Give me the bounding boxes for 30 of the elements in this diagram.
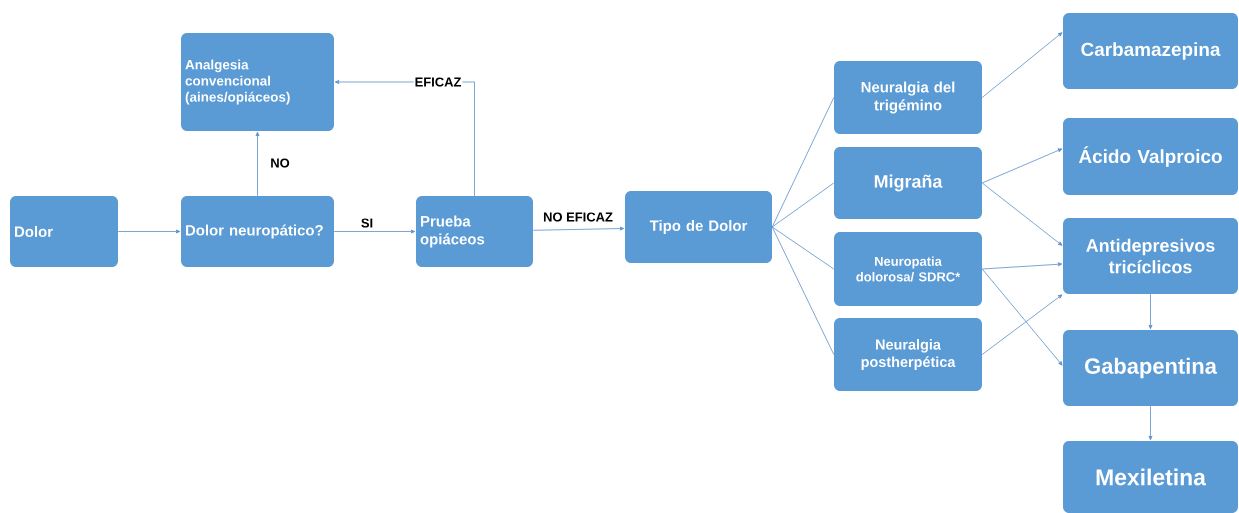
process-box: Antidepresivos tricíclicos xyxy=(1063,218,1238,294)
arrow xyxy=(981,262,1063,270)
arrow xyxy=(981,294,1063,355)
process-box: Dolor xyxy=(10,196,118,267)
process-box: Carbamazepina xyxy=(1063,13,1238,89)
process-box: Neuralgia del trigémino xyxy=(834,61,982,134)
edge-label: SI xyxy=(359,217,375,229)
process-box: Analgesia convencional (aines/opiáceos) xyxy=(181,33,334,131)
process-box: Dolor neuropático? xyxy=(181,196,334,267)
arrow xyxy=(333,229,416,234)
process-box: Mexiletina xyxy=(1063,441,1238,513)
process-box: Tipo de Dolor xyxy=(625,191,772,263)
process-box: Migraña xyxy=(834,147,982,219)
edge-label: EFICAZ xyxy=(413,76,463,88)
edge-label: NO xyxy=(269,157,291,169)
arrow xyxy=(1148,293,1153,330)
arrow xyxy=(117,229,181,234)
arrow xyxy=(255,131,260,197)
arrow xyxy=(532,226,625,231)
process-box: Gabapentina xyxy=(1063,330,1238,406)
arrow xyxy=(1148,405,1153,441)
process-box: Ácido Valproico xyxy=(1063,118,1238,195)
arrow xyxy=(981,148,1063,184)
edge-label: NO EFICAZ xyxy=(542,211,614,223)
process-box: Neuropatia dolorosa/ SDRC* xyxy=(834,232,982,306)
arrow xyxy=(981,268,1063,366)
process-box: Neuralgia postherpética xyxy=(834,318,982,391)
arrow xyxy=(981,32,1063,98)
arrow xyxy=(981,182,1063,246)
process-box: Prueba opiáceos xyxy=(416,196,533,267)
